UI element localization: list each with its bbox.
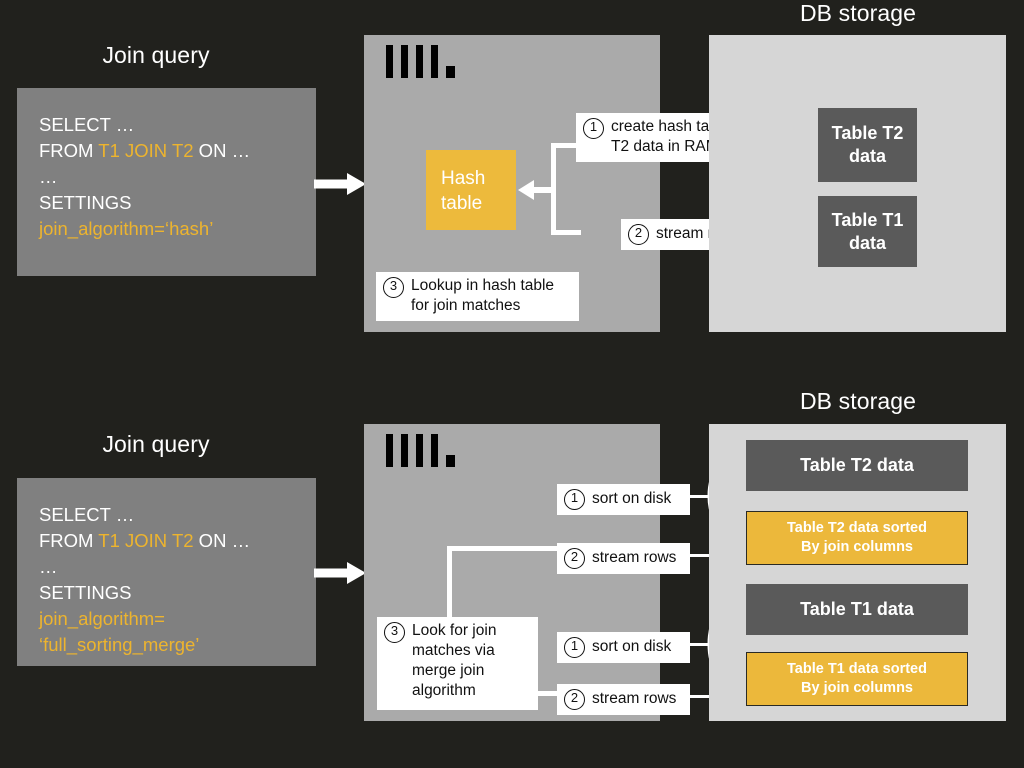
query-line-join-algorithm-value: ‘full_sorting_merge’ xyxy=(39,634,200,655)
query-line-ellipsis: … xyxy=(39,556,59,577)
callout-stream-rows-t2: 2 stream rows xyxy=(557,543,690,574)
line-sortdisk-top-bracket xyxy=(690,495,716,498)
callout-lookup-hash-table: 3 Lookup in hash table for join matches xyxy=(376,272,579,321)
query-line-settings: SETTINGS xyxy=(39,192,132,213)
clickhouse-logo-top xyxy=(386,45,458,91)
query-line-from: FROM T1 JOIN T2 ON … xyxy=(39,528,294,554)
query-line-join-algorithm: join_algorithm=‘hash’ xyxy=(39,218,214,239)
storage-table-t1-data-bottom: Table T1 data xyxy=(746,584,968,635)
query-on-clause: ON … xyxy=(193,140,251,161)
clickhouse-logo-bottom xyxy=(386,434,458,480)
query-join-tables: T1 JOIN T2 xyxy=(98,140,194,161)
hash-connector-bottom-branch xyxy=(551,230,581,235)
arrow-query-to-engine-bottom xyxy=(314,562,366,584)
query-from-keyword: FROM xyxy=(39,530,99,551)
callout-sort-on-disk-t1: 1 sort on disk xyxy=(557,632,690,663)
query-line-select: SELECT … xyxy=(39,114,135,135)
callout-number: 1 xyxy=(583,118,604,139)
callout-number: 1 xyxy=(564,489,585,510)
callout-sort-on-disk-t2: 1 sort on disk xyxy=(557,484,690,515)
query-join-tables: T1 JOIN T2 xyxy=(98,530,194,551)
join-query-heading-bottom: Join query xyxy=(102,431,210,457)
callout-label: stream rows xyxy=(592,549,677,566)
query-from-keyword: FROM xyxy=(39,140,99,161)
callout-number: 3 xyxy=(384,622,405,643)
query-line-settings: SETTINGS xyxy=(39,582,132,603)
callout-merge-join-lookup: 3 Look for join matches via merge join a… xyxy=(377,617,538,710)
arrow-into-hash-table xyxy=(518,180,556,200)
query-line-from: FROM T1 JOIN T2 ON … xyxy=(39,138,294,164)
join-query-box-bottom: SELECT … FROM T1 JOIN T2 ON … … SETTINGS… xyxy=(17,478,316,666)
callout-number: 1 xyxy=(564,637,585,658)
merge-connector-horizontal-top xyxy=(447,546,561,551)
callout-label: sort on disk xyxy=(592,638,672,655)
hash-connector-top-branch xyxy=(551,143,581,148)
join-query-box-top: SELECT … FROM T1 JOIN T2 ON … … SETTINGS… xyxy=(17,88,316,276)
query-on-clause: ON … xyxy=(193,530,251,551)
arrow-query-to-engine-top xyxy=(314,173,366,195)
join-query-heading-top: Join query xyxy=(102,42,210,68)
merge-connector-vertical xyxy=(447,546,452,626)
merge-connector-horizontal-bottom xyxy=(538,691,566,696)
callout-number: 2 xyxy=(628,224,649,245)
storage-table-t2-data-bottom: Table T2 data xyxy=(746,440,968,491)
callout-number: 3 xyxy=(383,277,404,298)
db-storage-heading-top: DB storage xyxy=(799,0,917,26)
callout-number: 2 xyxy=(564,548,585,569)
query-line-ellipsis: … xyxy=(39,166,59,187)
callout-label: stream rows xyxy=(592,690,677,707)
callout-stream-rows-t1: 2 stream rows xyxy=(557,684,690,715)
db-storage-panel-top xyxy=(709,35,1006,332)
callout-label: Look for join matches via merge join alg… xyxy=(412,622,497,699)
callout-label: sort on disk xyxy=(592,490,672,507)
callout-label: Lookup in hash table for join matches xyxy=(411,277,555,314)
query-line-select: SELECT … xyxy=(39,504,135,525)
line-sortdisk-bottom-bracket xyxy=(690,643,716,646)
db-storage-heading-bottom: DB storage xyxy=(799,388,917,414)
query-line-join-algorithm: join_algorithm= xyxy=(39,608,165,629)
callout-number: 2 xyxy=(564,689,585,710)
